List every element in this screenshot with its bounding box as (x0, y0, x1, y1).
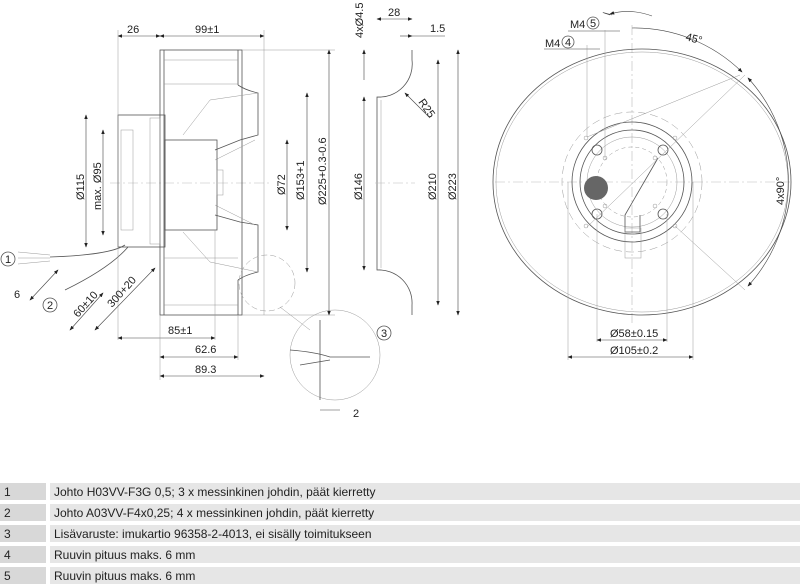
impeller-outer-ring (492, 48, 792, 316)
impeller-outline (159, 49, 243, 316)
front-view: 45° 4x90° M4 5 M4 4 Ø58±0.15 Ø105±0.2 (492, 11, 792, 360)
cable-1 (49, 244, 126, 258)
dim-300: 300+20 (105, 274, 139, 310)
dim-62-6: 62.6 (195, 344, 216, 356)
dim-95: max. Ø95 (92, 162, 104, 210)
legend-text: Ruuvin pituus maks. 6 mm (54, 568, 196, 583)
legend-row: 3 Lisävaruste: imukartio 96358-2-4013, ei… (0, 525, 800, 542)
dim-99: 99±1 (195, 24, 219, 36)
legend-text: Ruuvin pituus maks. 6 mm (54, 547, 196, 562)
angle-45: 45° (684, 31, 703, 47)
callout-4: 4 (561, 35, 575, 49)
svg-text:3: 3 (381, 328, 387, 340)
dim-210: Ø210 (427, 173, 439, 200)
dim-223: Ø223 (447, 173, 459, 200)
callout-1: 1 (0, 251, 16, 267)
callout-5: 5 (586, 16, 600, 30)
dim-1-5: 1.5 (430, 23, 445, 35)
dim-72: Ø72 (276, 174, 288, 195)
dim-28: 28 (388, 7, 400, 19)
technical-drawing: 26 99±1 Ø115 max. Ø95 Ø72 Ø153+1 Ø225+0.… (0, 3, 792, 420)
legend-number: 3 (4, 526, 11, 541)
legend-number: 2 (4, 505, 11, 520)
dim-225: Ø225+0.3-0.6 (317, 137, 329, 205)
angle-4x90: 4x90° (775, 177, 787, 205)
rotation-arrow-icon (609, 11, 653, 17)
dim-26: 26 (127, 24, 139, 36)
hub (164, 139, 218, 231)
legend-row: 4 Ruuvin pituus maks. 6 mm (0, 546, 800, 563)
m4-label-5: M4 (570, 19, 585, 31)
legend-row: 1 Johto H03VV-F3G 0,5; 3 x messinkinen jo… (0, 483, 800, 500)
svg-text:5: 5 (590, 18, 596, 30)
inlet-ring-view: 28 1.5 4xØ4.5 R25 Ø146 Ø210 Ø223 (353, 3, 460, 316)
dim-89-3: 89.3 (195, 364, 216, 376)
callout-3: 3 (376, 325, 392, 341)
svg-text:2: 2 (47, 300, 53, 312)
callout-2: 2 (42, 297, 58, 313)
legend-table: 1 Johto H03VV-F3G 0,5; 3 x messinkinen jo… (0, 483, 800, 588)
dim-153: Ø153+1 (295, 161, 307, 200)
dim-2: 2 (353, 408, 359, 420)
svg-text:4: 4 (565, 37, 571, 49)
legend-number: 5 (4, 568, 11, 583)
dim-85: 85±1 (168, 325, 192, 337)
motor-housing (117, 114, 166, 248)
dim-r25: R25 (416, 97, 437, 120)
m4-label-4: M4 (545, 38, 560, 50)
legend-text: Johto H03VV-F3G 0,5; 3 x messinkinen joh… (54, 484, 376, 499)
dim-58: Ø58±0.15 (610, 328, 658, 340)
legend-number: 1 (4, 484, 11, 499)
label-sticker (584, 176, 608, 200)
dim-6: 6 (14, 289, 20, 301)
legend-text: Lisävaruste: imukartio 96358-2-4013, ei … (54, 526, 372, 541)
side-view: 26 99±1 Ø115 max. Ø95 Ø72 Ø153+1 Ø225+0.… (0, 24, 392, 420)
dim-115: Ø115 (75, 174, 87, 200)
legend-number: 4 (4, 547, 11, 562)
dim-holes: 4xØ4.5 (354, 3, 366, 38)
dim-105: Ø105±0.2 (610, 345, 658, 357)
legend-text: Johto A03VV-F4x0,25; 4 x messinkinen joh… (54, 505, 375, 520)
legend-row: 2 Johto A03VV-F4x0,25; 4 x messinkinen jo… (0, 504, 800, 521)
legend-row: 5 Ruuvin pituus maks. 6 mm (0, 567, 800, 584)
svg-text:1: 1 (5, 254, 11, 266)
dim-60: 60±10 (71, 289, 100, 320)
dim-146: Ø146 (353, 173, 365, 200)
